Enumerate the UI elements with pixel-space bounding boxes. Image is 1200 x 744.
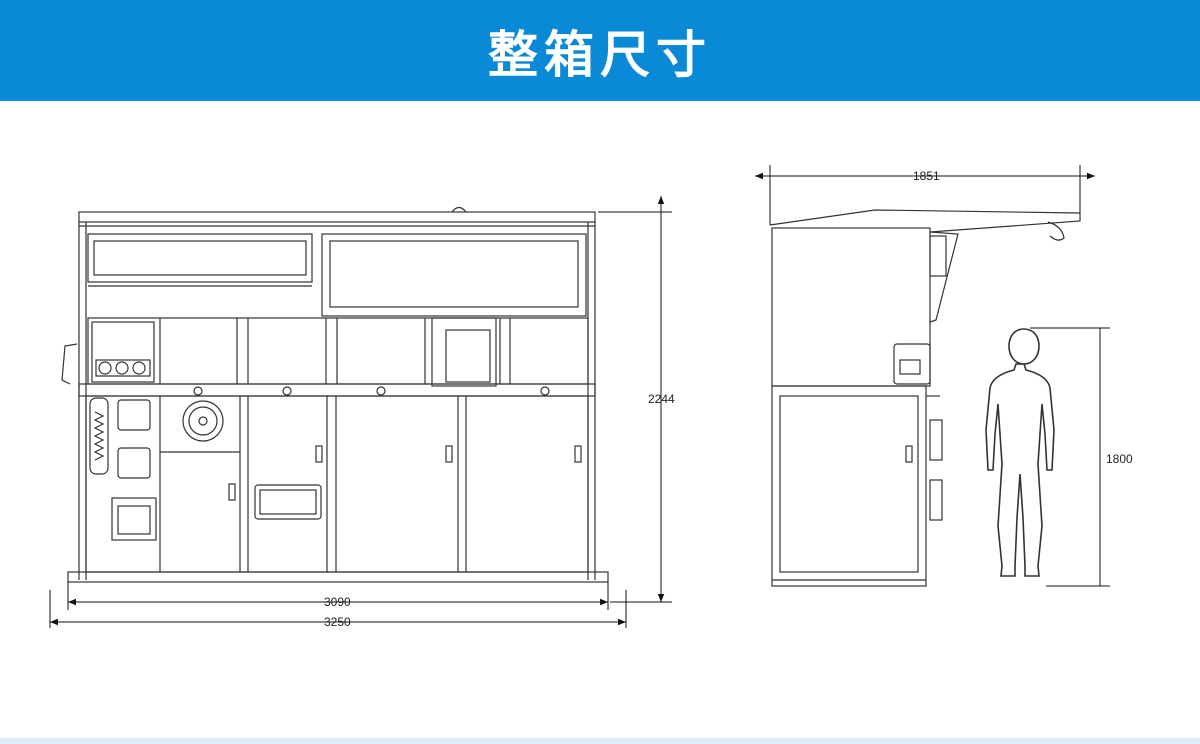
slot-box (117, 399, 151, 431)
counter-top (78, 383, 596, 397)
door-handle (574, 445, 582, 463)
cup-icon (115, 361, 129, 375)
drawer-slot (254, 484, 322, 520)
front-view (61, 206, 609, 583)
upper-window-band (87, 317, 589, 385)
right-display-frame (321, 233, 587, 317)
side-kiosk (893, 343, 931, 385)
pickup-window (111, 497, 157, 541)
cup-icon (132, 361, 146, 375)
side-lower-cabinet (771, 385, 927, 587)
technical-drawing: 2244 3090 3250 1851 1800 (49, 165, 1133, 629)
side-depth-label: 1851 (913, 169, 940, 183)
page-title: 整箱尺寸 (488, 25, 712, 84)
side-view (769, 209, 1081, 587)
camera-icon (1047, 221, 1065, 241)
overall-width-label: 3250 (324, 615, 351, 629)
cup-icon (98, 361, 112, 375)
cup-panel (91, 321, 155, 383)
front-dimensions (49, 196, 672, 628)
side-canopy (769, 209, 1081, 233)
inner-width-label: 3090 (324, 595, 351, 609)
door-handle (445, 445, 453, 463)
side-screen-panel (929, 231, 959, 323)
front-roof (78, 211, 596, 223)
fan-icon (182, 400, 224, 442)
right-display (329, 240, 579, 308)
bottom-rule (0, 738, 1200, 744)
side-upper-box (771, 227, 931, 387)
header-banner: 整箱尺寸 (0, 0, 1200, 101)
human-figure (985, 328, 1055, 577)
front-height-label: 2244 (648, 392, 675, 406)
door-handle (905, 445, 913, 463)
side-bracket (61, 343, 78, 385)
lower-cabinet (85, 395, 589, 573)
order-kiosk (431, 317, 497, 387)
left-display (93, 240, 307, 276)
side-dimensions (755, 165, 1110, 587)
roof-dome (451, 206, 467, 213)
kiosk-screen (445, 329, 491, 383)
left-display-frame (87, 233, 313, 283)
front-base (67, 571, 609, 583)
door-handle (315, 445, 323, 463)
person-height-label: 1800 (1106, 452, 1133, 466)
slot-box (117, 447, 151, 479)
door-handle (228, 483, 236, 501)
spiral-dispenser (89, 397, 109, 475)
